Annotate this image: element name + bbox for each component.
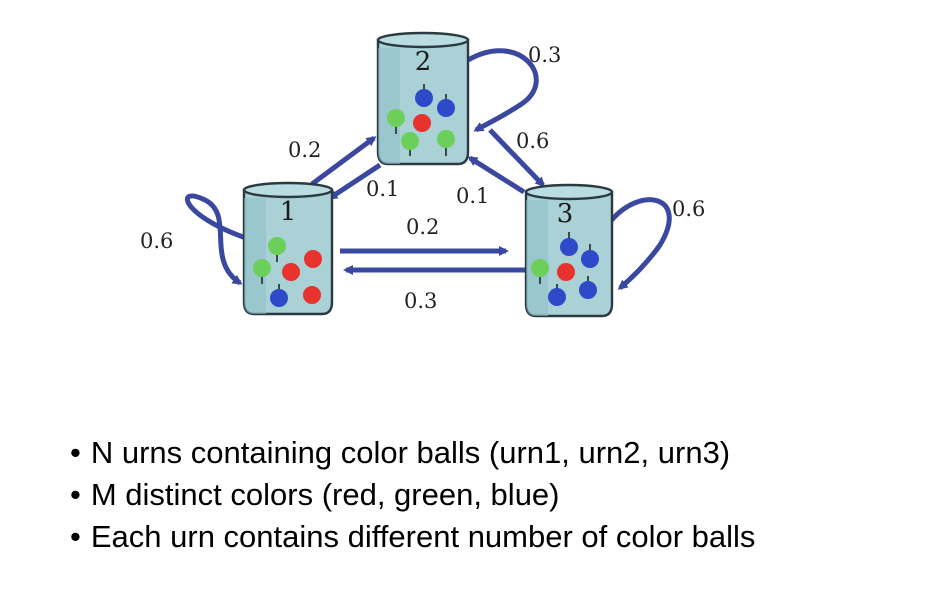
ball-red [413, 114, 431, 132]
prob-3-to-3: 0.6 [672, 197, 705, 221]
arrow-1-to-2 [310, 135, 377, 187]
urn-1: 1 [242, 181, 334, 316]
urn-3-balls [531, 232, 599, 306]
ball-red [303, 286, 321, 304]
ball-red [557, 263, 575, 281]
ball-blue [270, 289, 288, 307]
prob-2-to-3: 0.6 [516, 129, 549, 153]
arrow-3-to-3 [608, 197, 672, 290]
urn-1-balls [253, 237, 322, 307]
urn-3: 3 [524, 183, 614, 318]
ball-green [401, 132, 419, 150]
urn-2-balls [387, 84, 455, 156]
ball-green [387, 109, 405, 127]
prob-1-to-1: 0.6 [140, 229, 173, 253]
ball-blue [437, 99, 455, 117]
ball-blue [579, 281, 597, 299]
prob-3-to-1: 0.3 [404, 289, 437, 313]
urn-3-label: 3 [557, 199, 574, 229]
prob-1-to-3: 0.2 [406, 215, 439, 239]
prob-3-to-2: 0.1 [456, 184, 489, 208]
bullet-list: N urns containing color balls (urn1, urn… [70, 432, 756, 558]
hmm-urn-diagram: 2 1 [140, 31, 705, 318]
arrow-3-to-2 [467, 155, 526, 195]
bullet-item: Each urn contains different number of co… [70, 516, 756, 558]
ball-green [268, 237, 286, 255]
arrow-2-to-3 [488, 128, 546, 188]
prob-2-to-2: 0.3 [528, 43, 561, 67]
prob-2-to-1: 0.1 [366, 177, 399, 201]
ball-blue [560, 238, 578, 256]
bullet-item: M distinct colors (red, green, blue) [70, 474, 755, 516]
urn-1-label: 1 [280, 197, 297, 227]
ball-red [282, 263, 300, 281]
urn-2: 2 [376, 31, 470, 166]
bullet-item: N urns containing color balls (urn1, urn… [70, 432, 755, 474]
ball-green [531, 259, 549, 277]
arrow-2-to-2 [466, 48, 539, 133]
ball-blue [581, 250, 599, 268]
arrow-2-to-1 [327, 162, 382, 201]
ball-blue [415, 89, 433, 107]
prob-1-to-2: 0.2 [288, 138, 321, 162]
ball-blue [548, 288, 566, 306]
arrow-1-to-1 [185, 193, 247, 286]
ball-red [304, 250, 322, 268]
urn-2-label: 2 [415, 47, 432, 77]
ball-green [437, 130, 455, 148]
ball-green [253, 259, 271, 277]
